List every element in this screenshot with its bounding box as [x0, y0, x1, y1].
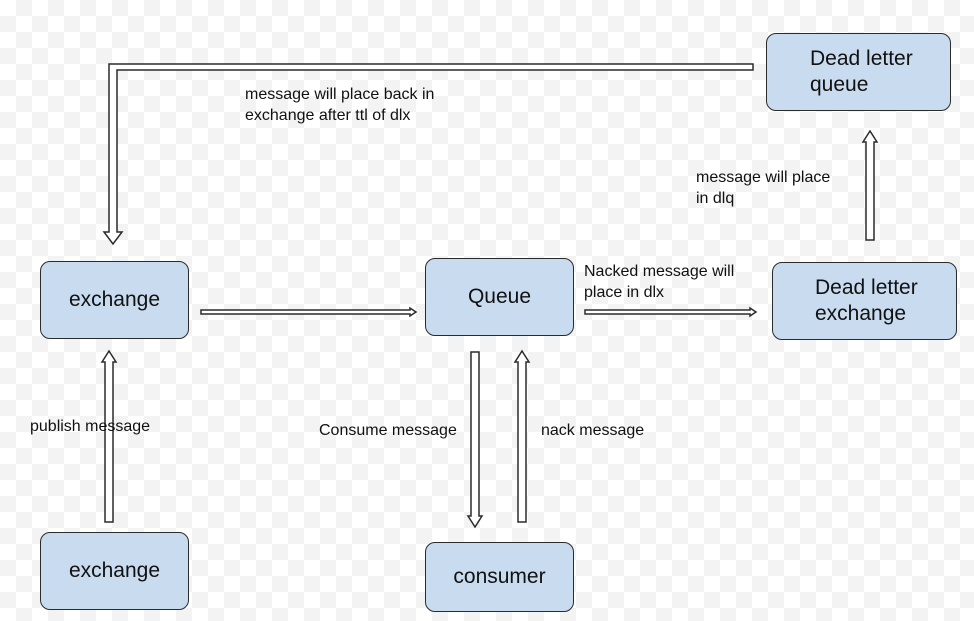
node-exchange-label: exchange [68, 288, 161, 311]
node-queue[interactable]: Queue [425, 258, 574, 336]
label-publish-message: publish message [30, 418, 151, 435]
arrow-queue-to-dlx [584, 306, 758, 318]
label-consume-message: Consume message [319, 422, 457, 439]
node-consumer[interactable]: consumer [425, 542, 574, 612]
node-publisher-exchange[interactable]: exchange [40, 532, 189, 610]
node-publisher-exchange-label: exchange [68, 559, 161, 582]
node-exchange[interactable]: exchange [40, 261, 189, 339]
node-consumer-label: consumer [453, 565, 546, 588]
label-nacked-to-dlx: Nacked message will place in dlx [584, 263, 735, 301]
arrow-publish-to-exchange [100, 349, 118, 523]
label-nack-message: nack message [541, 422, 645, 439]
arrow-consumer-to-queue [513, 349, 531, 523]
label-to-dlq: message will place in dlq [696, 169, 831, 207]
label-back-to-exchange: message will place back in exchange afte… [245, 86, 435, 124]
node-queue-label: Queue [467, 285, 532, 308]
node-dead-letter-queue-label: Dead letter queue [810, 47, 913, 96]
arrow-dlx-to-dlq [861, 129, 879, 241]
arrow-dlq-to-exchange [102, 63, 754, 246]
arrow-queue-to-consumer [466, 351, 484, 529]
node-dead-letter-exchange-label: Dead letter exchange [815, 276, 918, 325]
node-dead-letter-exchange[interactable]: Dead letter exchange [772, 262, 957, 340]
node-dead-letter-queue[interactable]: Dead letter queue [766, 33, 951, 111]
arrow-exchange-to-queue [200, 306, 418, 318]
